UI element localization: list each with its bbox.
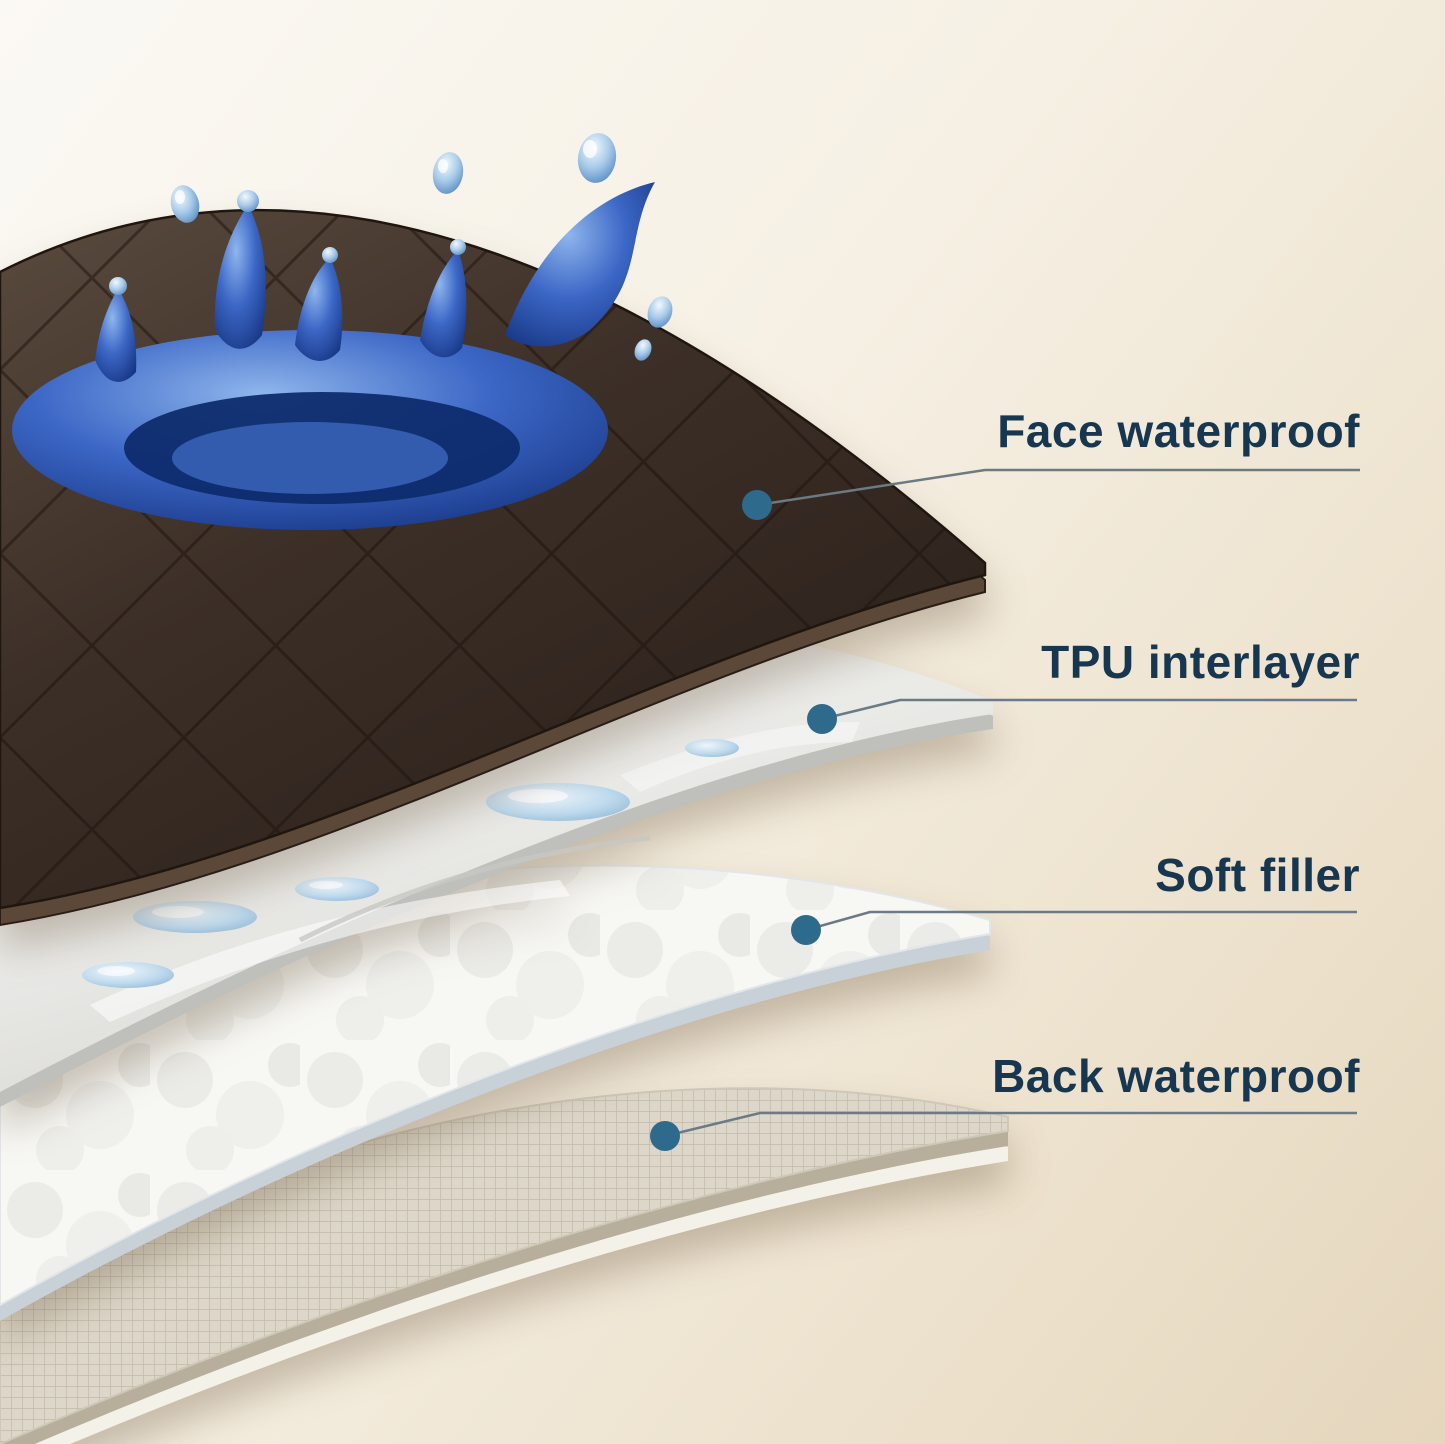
- droplet-highlight: [583, 140, 597, 158]
- tpu-gloss-streak: [90, 880, 570, 1022]
- water-droplets-on-tpu: [82, 739, 739, 988]
- connector-dot-tpu-interlayer: [807, 704, 837, 734]
- droplet-highlight: [97, 966, 135, 976]
- droplet-highlight: [175, 190, 185, 204]
- leader-line-back-waterproof: [664, 1111, 1357, 1138]
- flying-water-droplets: [170, 133, 673, 361]
- splash-tip-drop: [450, 239, 466, 255]
- water-splash: [12, 133, 673, 530]
- droplet-highlight: [508, 789, 568, 803]
- tpu-gloss-streak: [620, 722, 860, 792]
- droplet-highlight: [438, 159, 448, 173]
- water-droplet: [577, 133, 617, 183]
- connector-dot-face-waterproof: [742, 490, 772, 520]
- droplet-highlight: [152, 906, 204, 918]
- splash-spike: [420, 250, 467, 358]
- splash-spike: [295, 258, 343, 361]
- splash-pool-highlight: [172, 422, 448, 494]
- label-tpu-interlayer: TPU interlayer: [1041, 636, 1360, 688]
- splash-wave: [505, 182, 655, 347]
- label-back-waterproof: Back waterproof: [992, 1050, 1360, 1102]
- connector-dot-back-waterproof: [650, 1121, 680, 1151]
- water-droplet: [432, 152, 464, 194]
- splash-spike: [214, 205, 266, 349]
- water-droplet: [133, 901, 257, 933]
- splash-spike: [95, 288, 137, 382]
- splash-tip-drop: [322, 247, 338, 263]
- connector-dot-soft-filler: [791, 915, 821, 945]
- annotations: [650, 468, 1360, 1151]
- tpu-fold-line: [298, 835, 651, 943]
- leader-line-face-waterproof: [756, 468, 1360, 507]
- droplet-highlight: [309, 881, 343, 889]
- label-soft-filler: Soft filler: [1155, 849, 1360, 901]
- water-droplet: [685, 739, 739, 757]
- water-droplet: [486, 783, 630, 821]
- splash-tip-drop: [109, 277, 127, 295]
- water-droplet: [82, 962, 174, 988]
- water-droplet: [295, 877, 379, 901]
- leader-line-tpu-interlayer: [821, 698, 1357, 721]
- leader-line-soft-filler: [805, 910, 1357, 932]
- splash-tip-drop: [237, 190, 259, 212]
- water-droplet: [647, 296, 673, 328]
- layer-tpu-interlayer: [0, 617, 993, 1107]
- water-droplet: [634, 339, 652, 361]
- label-face-waterproof: Face waterproof: [997, 405, 1360, 457]
